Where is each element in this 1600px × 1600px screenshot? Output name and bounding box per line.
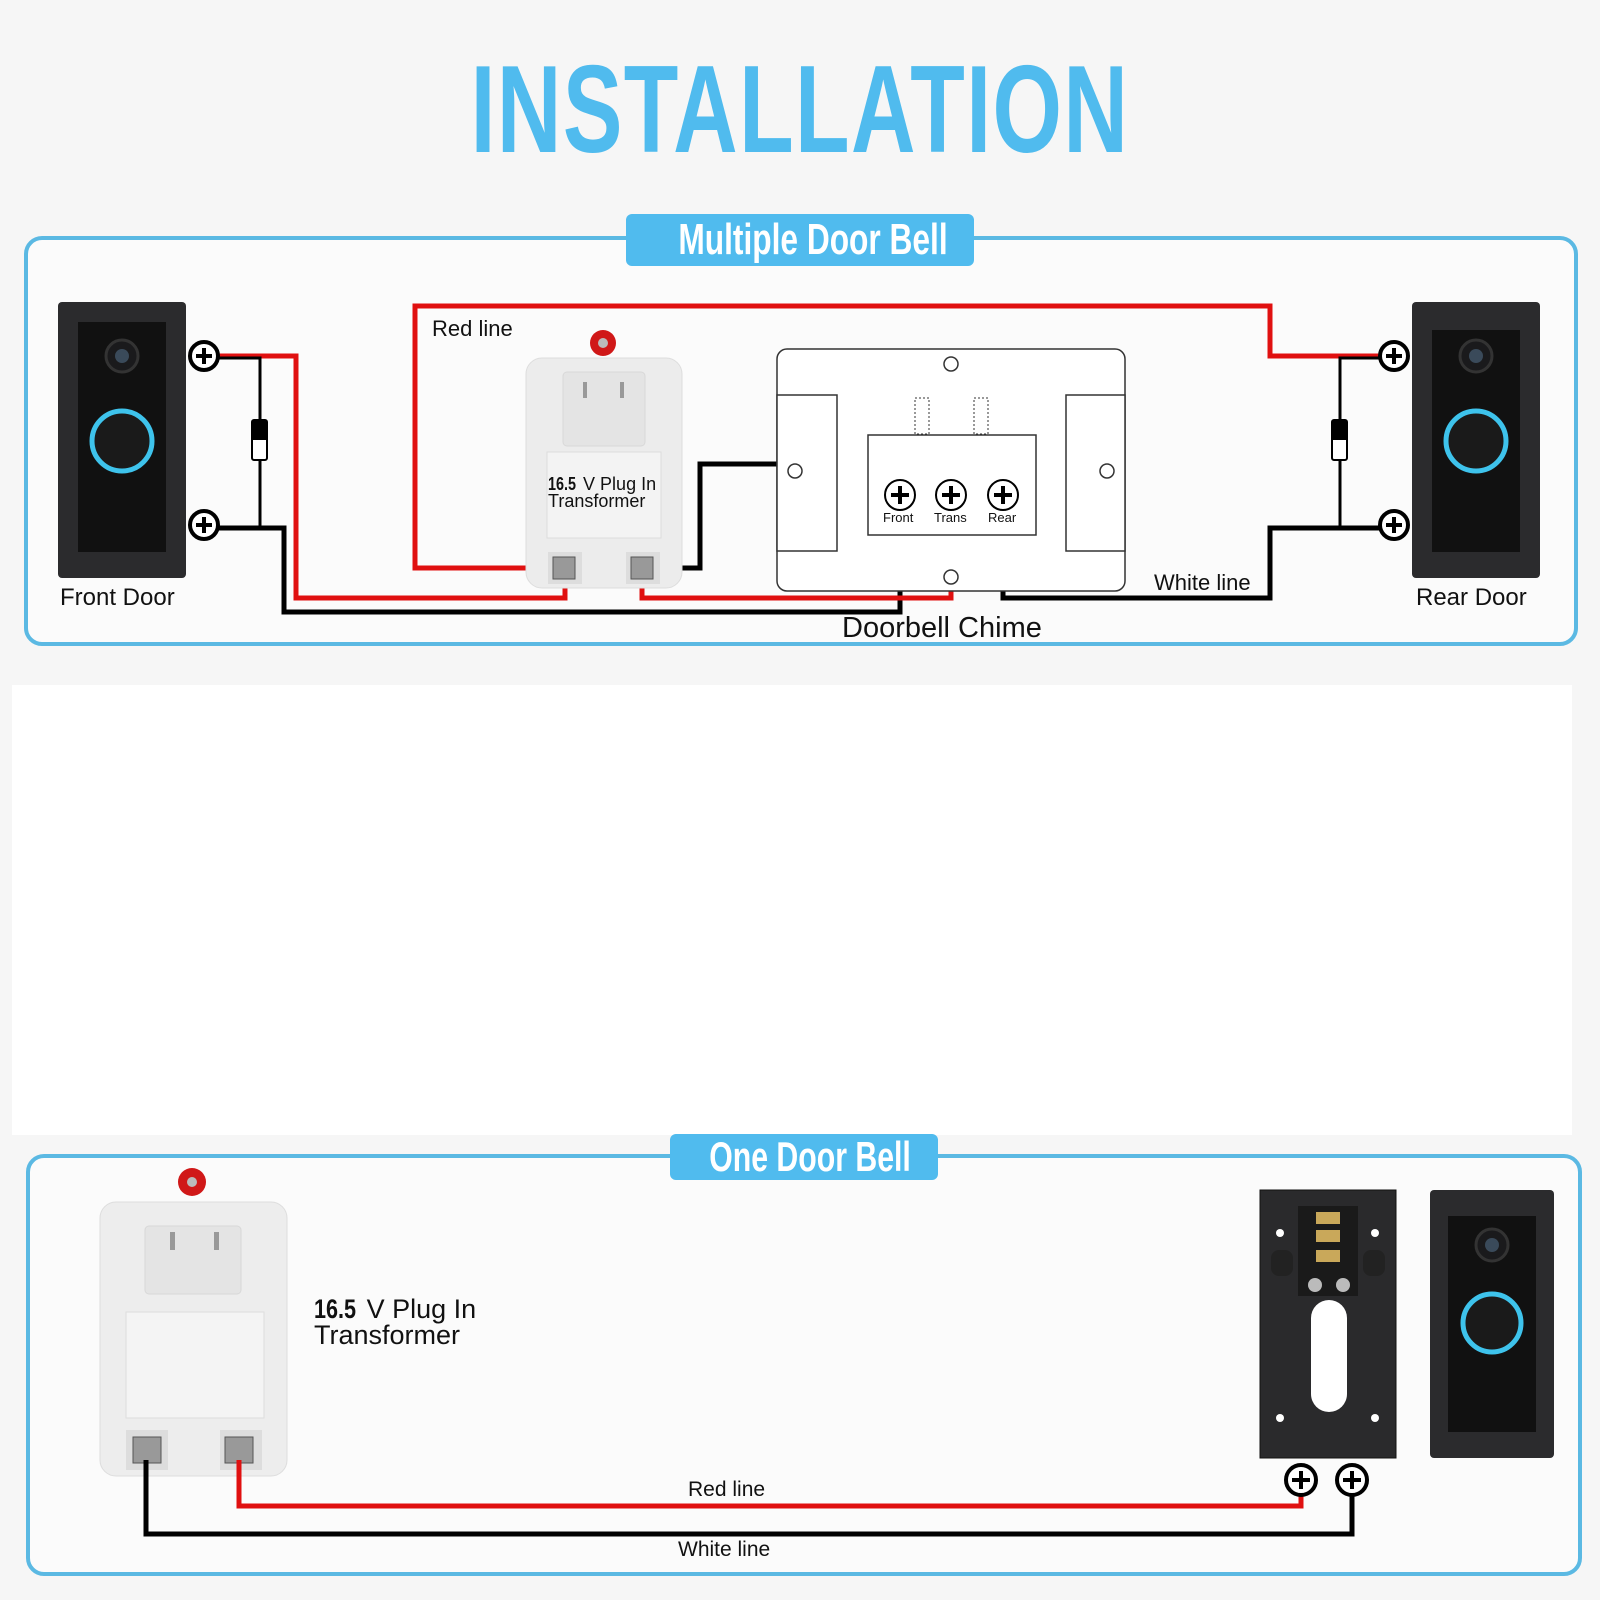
- chime-rear-label: Rear: [988, 510, 1017, 525]
- red-line-label-2: Red line: [688, 1478, 766, 1501]
- chime-trans-terminal-icon: [935, 479, 967, 511]
- transformer-text2: Transformer: [548, 491, 646, 511]
- transformer-text1-2: V Plug In: [366, 1294, 477, 1324]
- blank-area: [12, 685, 1572, 1135]
- transformer-label-2: 16.5 V Plug In Transformer: [314, 1294, 477, 1350]
- multiple-doorbell-badge-text: Multiple Door Bell: [678, 215, 948, 264]
- chime-rear-terminal-icon: [987, 479, 1019, 511]
- white-line-label-2: White line: [678, 1538, 771, 1561]
- chime-front-label: Front: [883, 510, 914, 525]
- transformer-text2-2: Transformer: [314, 1320, 461, 1350]
- front-plus-terminal-bottom-icon: [188, 509, 220, 541]
- doorbell-chime-label: Doorbell Chime: [842, 612, 1042, 644]
- transformer-device: [525, 330, 683, 589]
- plate-plus-terminal-left-icon: [1284, 1463, 1318, 1497]
- transformer-device-2: [99, 1168, 288, 1477]
- one-doorbell-badge: One Door Bell: [670, 1134, 938, 1180]
- plate-plus-terminal-right-icon: [1335, 1463, 1369, 1497]
- doorbell-chime-device: [776, 348, 1126, 592]
- one-doorbell-badge-text: One Door Bell: [709, 1133, 911, 1180]
- rear-doorbell-device: [1412, 302, 1540, 578]
- multiple-doorbell-diagram: [58, 302, 1540, 615]
- rear-resistor-icon: [1331, 419, 1348, 461]
- front-resistor-icon: [251, 419, 268, 461]
- transformer-label: 16.5 V Plug In Transformer: [548, 474, 657, 511]
- single-doorbell-device: [1430, 1190, 1554, 1458]
- front-door-label: Front Door: [60, 584, 175, 611]
- transformer-text1: V Plug In: [583, 474, 657, 494]
- chime-trans-label: Trans: [934, 510, 967, 525]
- front-plus-terminal-top-icon: [188, 340, 220, 372]
- transformer-voltage: 16.5: [548, 474, 577, 494]
- page-title: INSTALLATION: [470, 41, 1130, 179]
- rear-plus-terminal-top-icon: [1378, 340, 1410, 372]
- white-line-label: White line: [1154, 570, 1251, 595]
- red-line-label: Red line: [432, 316, 513, 341]
- mounting-plate-device: [1259, 1189, 1397, 1459]
- chime-front-terminal-icon: [884, 479, 916, 511]
- front-doorbell-device: [58, 302, 186, 578]
- transformer-voltage-2: 16.5: [314, 1294, 357, 1324]
- multiple-doorbell-badge: Multiple Door Bell: [626, 214, 974, 266]
- rear-plus-terminal-bottom-icon: [1378, 509, 1410, 541]
- rear-door-label: Rear Door: [1416, 584, 1527, 611]
